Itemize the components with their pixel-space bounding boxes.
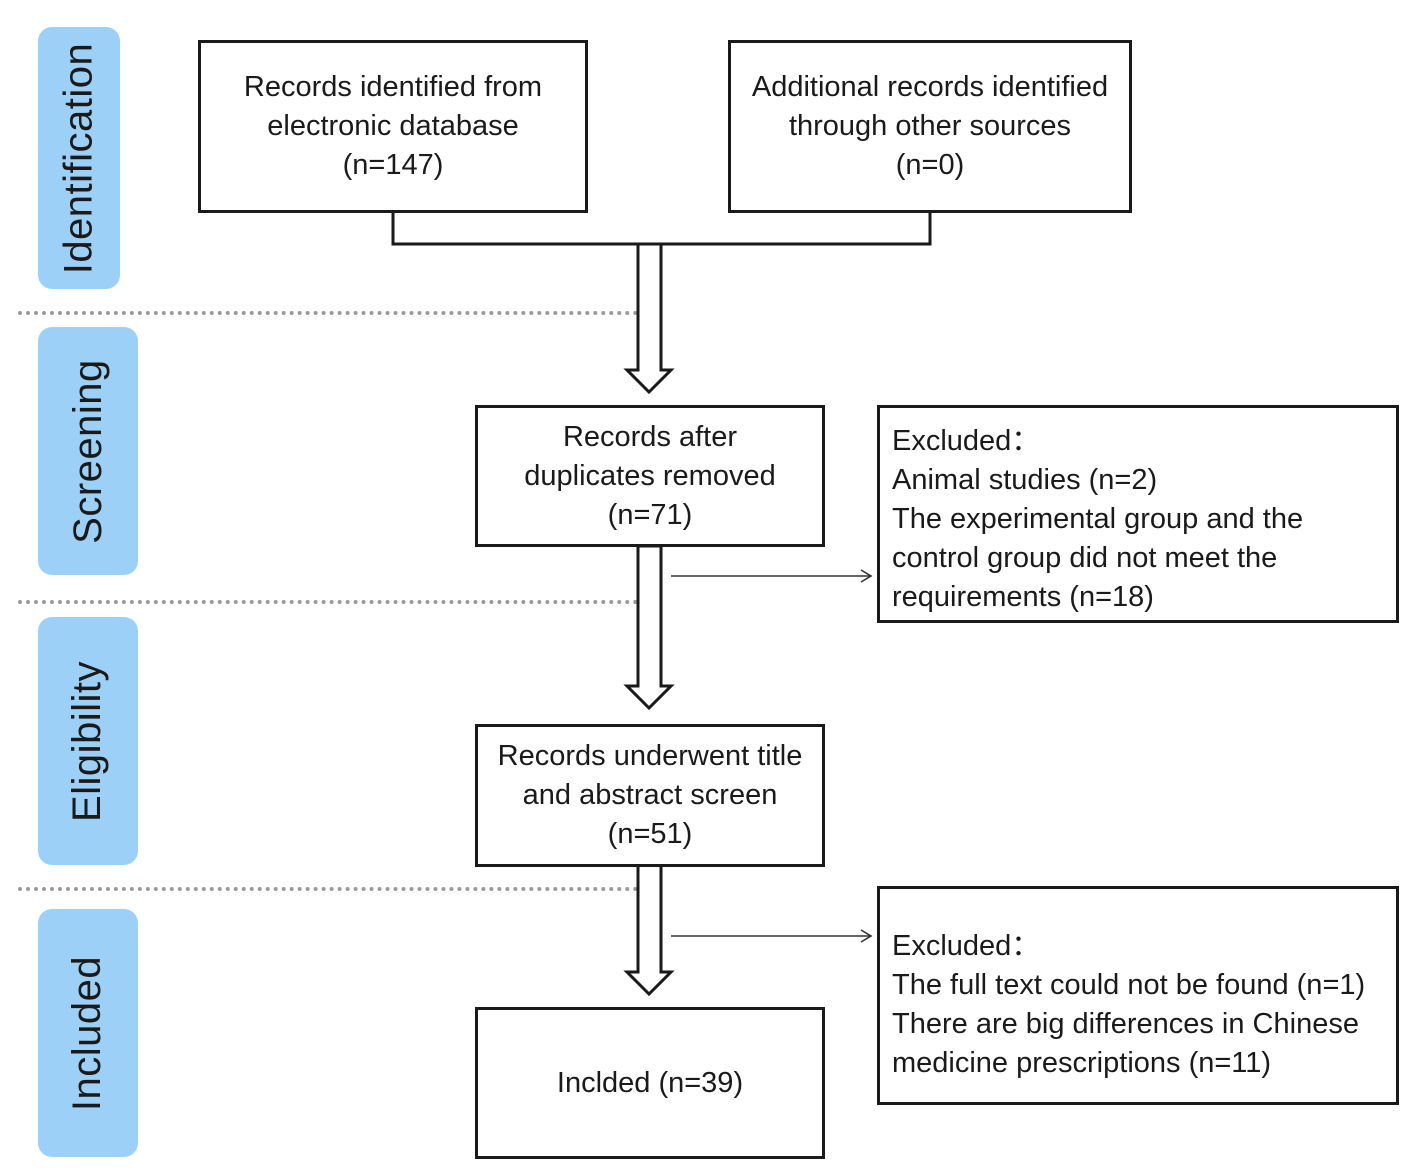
hollow-arrow-2 <box>623 544 675 711</box>
included-count: Inclded (n=39) <box>556 1066 744 1099</box>
other-sources-line1: Additional records identified <box>751 71 1109 103</box>
excluded-2-reason-2b: medicine prescriptions (n=11) <box>892 1047 1272 1079</box>
box-after-duplicates: Records after duplicates removed (n=71) <box>475 405 825 547</box>
divider-screening-eligibility <box>18 600 638 604</box>
box-title-abstract: Records underwent title and abstract scr… <box>475 724 825 867</box>
other-sources-count: (n=0) <box>895 149 965 181</box>
excluded-2-reason-2a: There are big differences in Chinese <box>892 1008 1359 1040</box>
other-sources-line2: through other sources <box>788 110 1072 142</box>
hollow-arrow-1 <box>623 242 675 395</box>
stage-identification: Identification <box>38 27 120 289</box>
excluded-2-heading: Excluded： <box>892 930 1041 962</box>
database-line2: electronic database <box>267 110 519 142</box>
hollow-arrow-3 <box>623 863 675 997</box>
title-abstract-line2: and abstract screen <box>522 779 778 811</box>
box-excluded-included: Excluded： The full text could not be fou… <box>877 886 1399 1105</box>
excluded-1-reason-2c: requirements (n=18) <box>892 581 1154 613</box>
box-other-sources: Additional records identified through ot… <box>728 40 1132 213</box>
database-count: (n=147) <box>342 149 444 181</box>
database-line1: Records identified from <box>243 71 543 103</box>
box-database-records: Records identified from electronic datab… <box>198 40 588 213</box>
excluded-1-reason-2a: The experimental group and the <box>892 503 1304 535</box>
divider-eligibility-included <box>18 887 638 891</box>
excluded-1-heading: Excluded： <box>892 425 1041 457</box>
divider-identification-screening <box>18 311 638 315</box>
box-excluded-screening: Excluded： Animal studies (n=2) The exper… <box>877 405 1399 623</box>
title-abstract-line1: Records underwent title <box>497 740 803 772</box>
merge-bracket <box>391 212 932 246</box>
after-duplicates-line1: Records after <box>562 420 738 453</box>
stage-eligibility: Eligibility <box>38 617 138 865</box>
after-duplicates-line2: duplicates removed <box>524 459 776 492</box>
stage-screening: Screening <box>38 327 138 575</box>
excluded-1-reason-2b: control group did not meet the <box>892 542 1278 574</box>
excluded-1-reason-1: Animal studies (n=2) <box>892 464 1158 496</box>
box-included: Inclded (n=39) <box>475 1007 825 1159</box>
after-duplicates-count: (n=71) <box>607 498 693 531</box>
title-abstract-count: (n=51) <box>607 818 693 850</box>
stage-included: Included <box>38 909 138 1157</box>
excluded-2-reason-1: The full text could not be found (n=1) <box>892 969 1366 1001</box>
